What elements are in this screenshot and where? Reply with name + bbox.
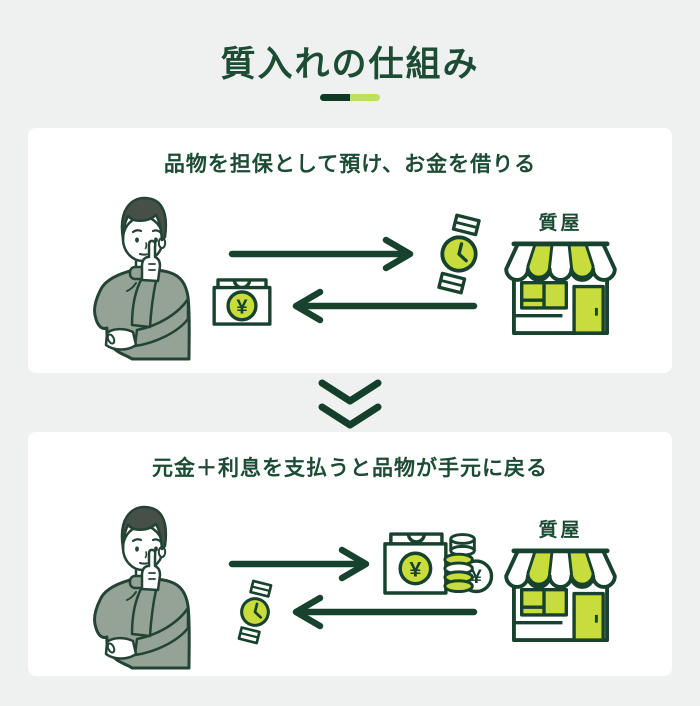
pawnshop-storefront-icon	[504, 547, 617, 644]
step-card-pawn: 品物を担保として預け、お金を借りる 質屋 ¥	[28, 128, 672, 373]
divider-dark-segment	[320, 94, 350, 101]
arrow-right-icon	[228, 546, 370, 582]
wristwatch-icon	[233, 578, 277, 646]
page-title: 質入れの仕組み	[220, 45, 480, 84]
yen-symbol: ¥	[409, 556, 421, 581]
step-heading: 品物を担保として預け、お金を借りる	[163, 153, 537, 176]
arrow-left-icon	[292, 594, 478, 630]
thinking-man-illustration	[93, 505, 191, 670]
chevron-down-icon	[317, 379, 383, 429]
pawnshop-storefront-icon	[504, 240, 617, 337]
divider-lime-segment	[350, 94, 380, 101]
pawnshop-label: 質屋	[538, 213, 583, 234]
yen-banknote-and-coins-icon: ¥ ¥	[383, 532, 494, 595]
yen-symbol: ¥	[471, 566, 482, 588]
yen-banknote-icon: ¥	[212, 278, 272, 326]
thinking-man-illustration	[93, 196, 191, 361]
arrow-left-icon	[292, 288, 478, 324]
wristwatch-icon	[431, 212, 487, 296]
arrow-right-icon	[228, 236, 414, 272]
step-heading: 元金＋利息を支払うと品物が手元に戻る	[152, 457, 548, 480]
yen-symbol: ¥	[236, 297, 248, 319]
pawnshop-label: 質屋	[538, 520, 583, 541]
step-card-redeem: 元金＋利息を支払うと品物が手元に戻る ¥ ¥	[28, 432, 672, 676]
title-divider	[320, 94, 380, 101]
